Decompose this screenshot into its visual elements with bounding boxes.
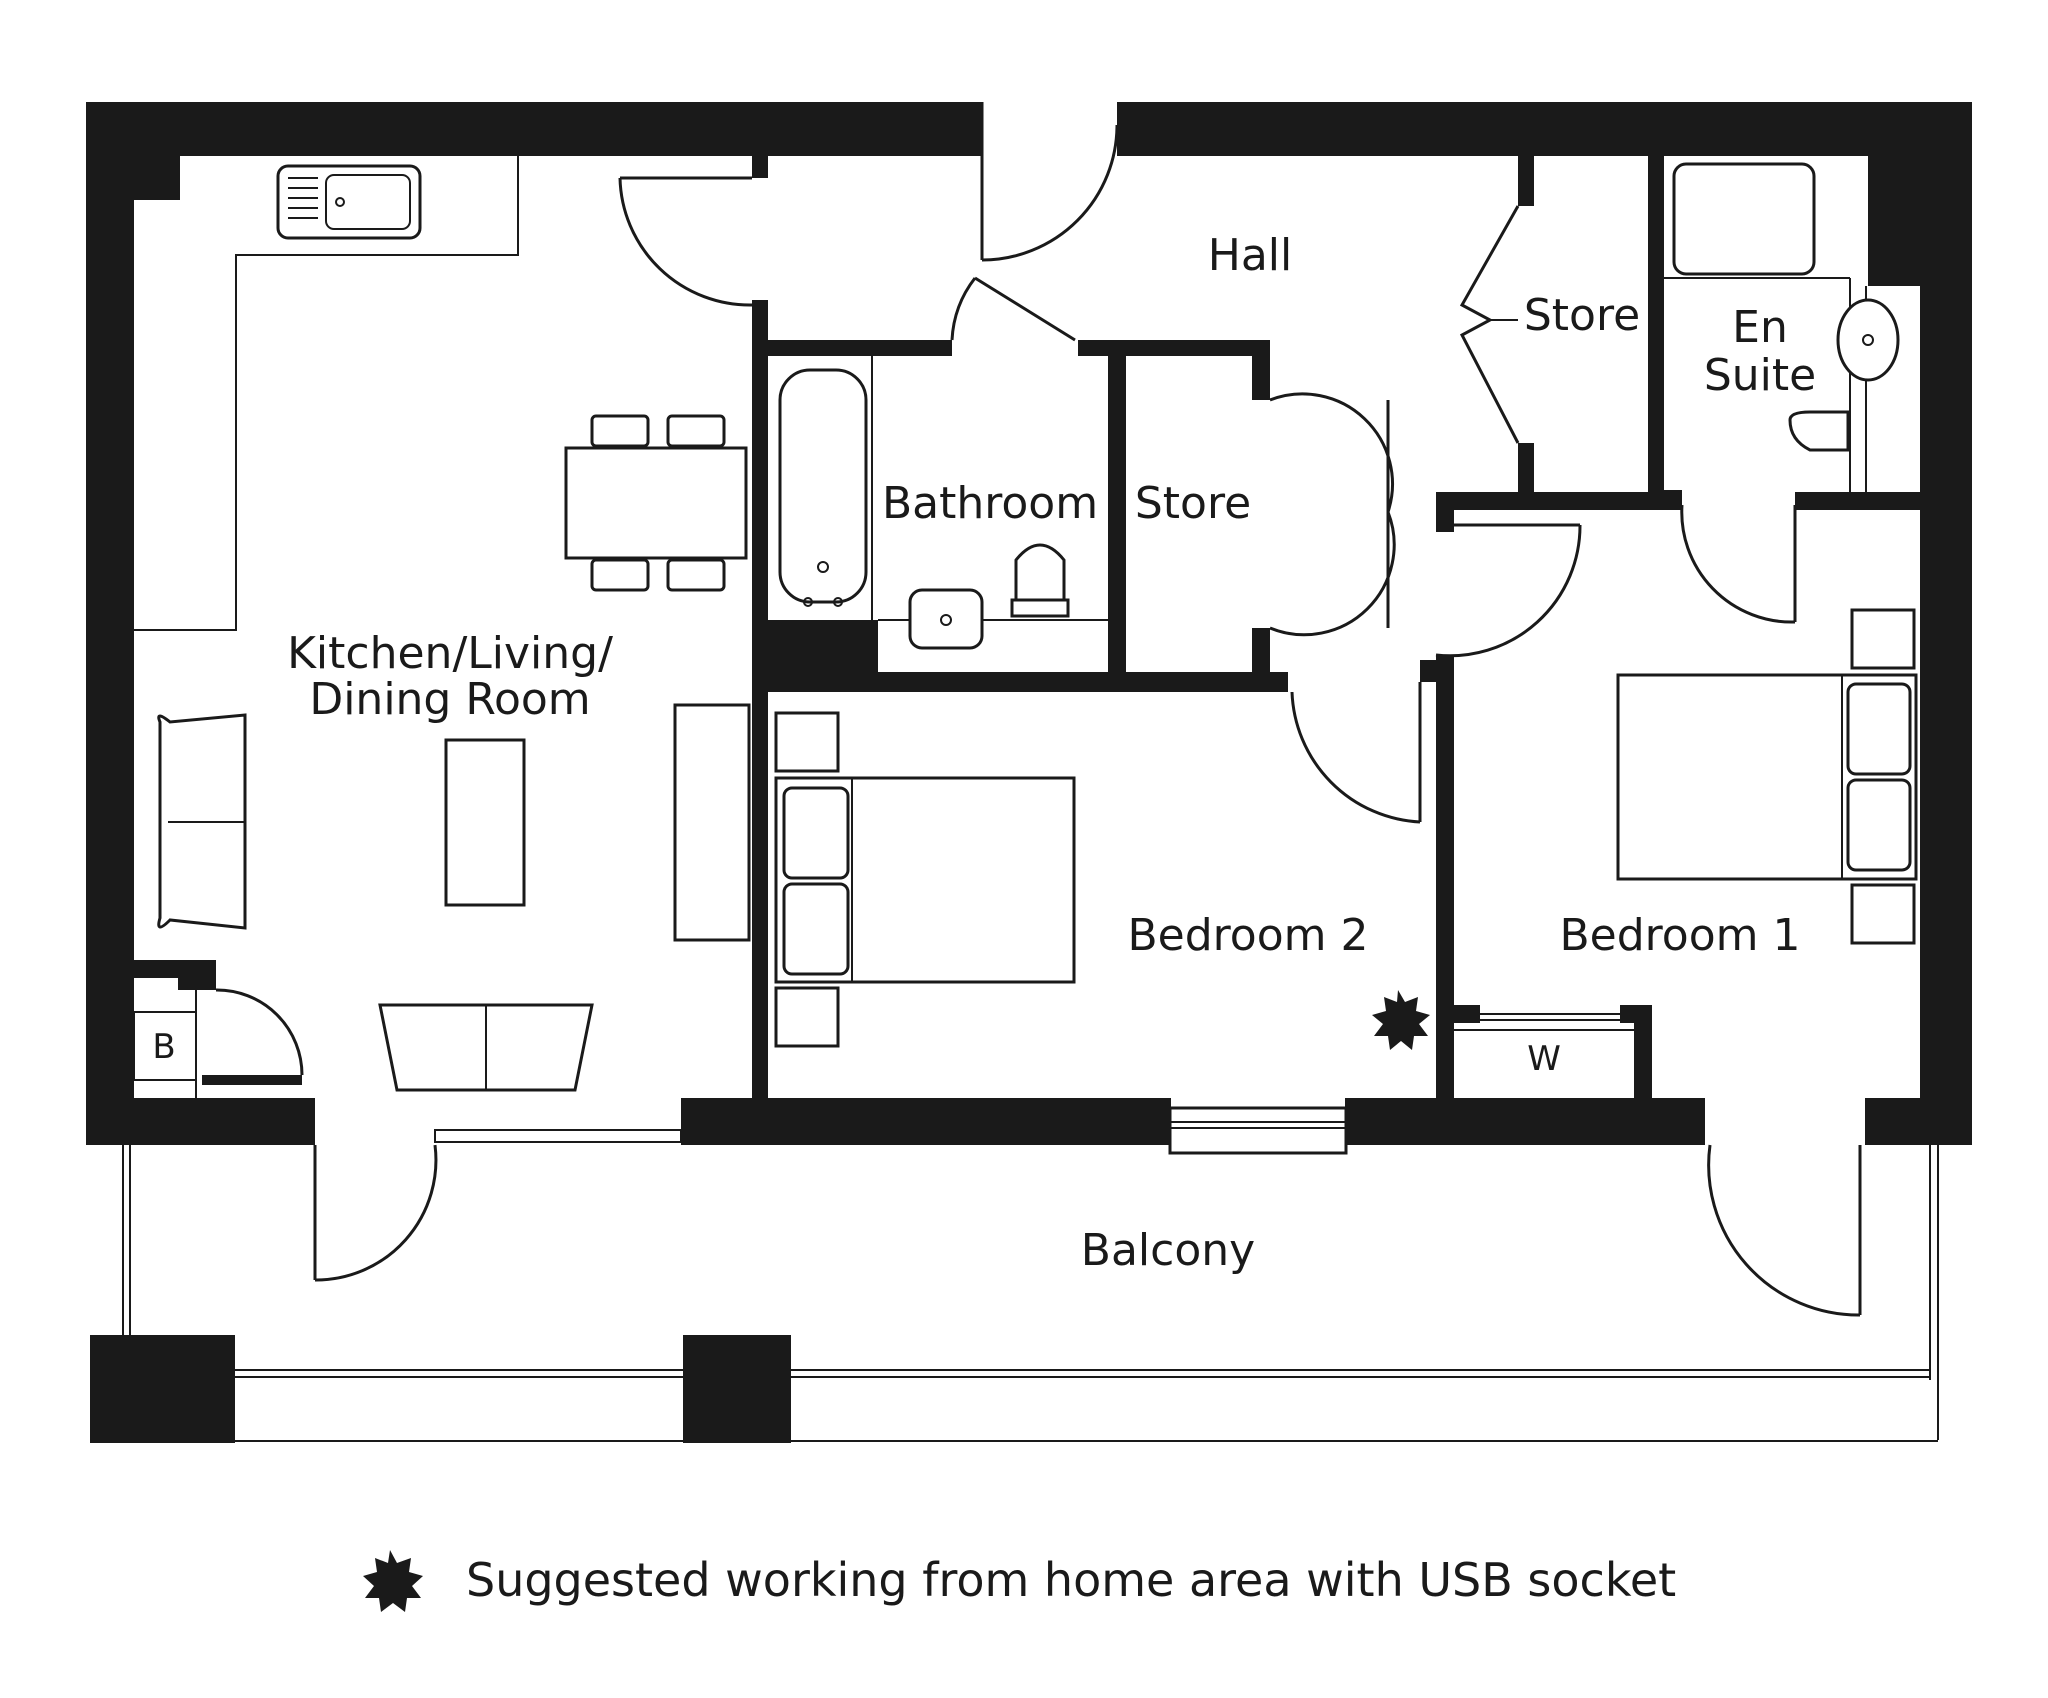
label-balcony: Balcony	[1081, 1225, 1255, 1276]
label-bedroom1: Bedroom 1	[1560, 910, 1801, 961]
label-boiler: B	[152, 1027, 175, 1067]
label-wardrobe: W	[1527, 1039, 1561, 1079]
label-bedroom2: Bedroom 2	[1128, 910, 1369, 961]
label-ensuite-line2: Suite	[1704, 350, 1816, 401]
label-hall: Hall	[1208, 230, 1293, 281]
legend-text: Suggested working from home area with US…	[466, 1553, 1676, 1607]
doors	[215, 102, 1862, 1317]
living-furniture	[157, 703, 751, 1092]
usb-socket-star-icon	[1372, 990, 1430, 1050]
label-bathroom: Bathroom	[882, 478, 1098, 529]
dining-table	[564, 414, 748, 592]
bedroom2-furniture	[774, 711, 1076, 1048]
interior-walls	[134, 156, 1925, 1100]
bathroom-fixtures	[778, 368, 1070, 650]
outer-walls	[86, 102, 1972, 1443]
legend-star-icon	[363, 1550, 423, 1612]
label-kitchen-line2: Dining Room	[309, 674, 590, 725]
ensuite-fixtures	[1672, 162, 1900, 452]
bedroom1-furniture	[1616, 608, 1918, 945]
label-ensuite-line1: En	[1732, 302, 1788, 353]
label-store-hall: Store	[1524, 290, 1640, 341]
kitchen-sink	[276, 164, 422, 240]
label-kitchen-line1: Kitchen/Living/	[287, 628, 613, 679]
legend: Suggested working from home area with US…	[363, 1550, 1676, 1612]
label-store-center: Store	[1135, 478, 1251, 529]
balcony-outline	[122, 1106, 1939, 1442]
